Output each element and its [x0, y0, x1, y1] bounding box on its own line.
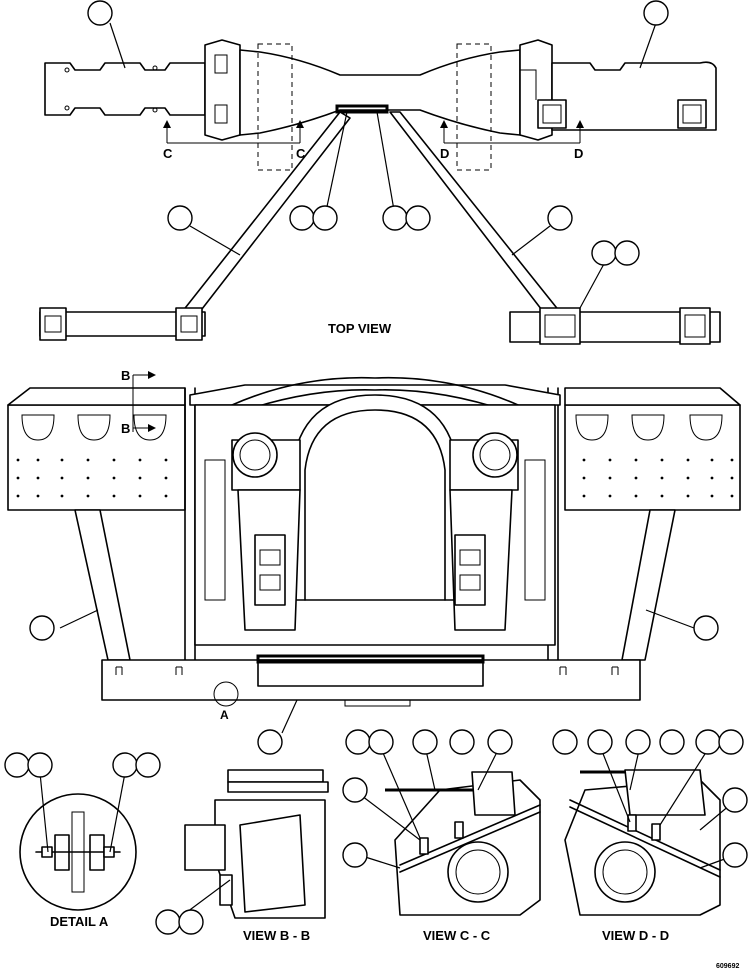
- callout-bubble: [722, 842, 748, 868]
- callout-bubble: [625, 729, 651, 755]
- section-b-top-label: B: [121, 368, 130, 383]
- callout-bubble: [722, 787, 748, 813]
- section-c-left-label: C: [163, 146, 173, 161]
- view-c-label: VIEW C - C: [423, 928, 491, 943]
- right-panel-bolts: [582, 458, 734, 498]
- callout-bubble: [342, 777, 368, 803]
- callout-bubble: [382, 205, 408, 231]
- section-b-bottom-label: B: [121, 421, 130, 436]
- view-b-label: VIEW B - B: [243, 928, 310, 943]
- drawing-number: 609692: [716, 963, 739, 970]
- callout-bubble: [4, 752, 30, 778]
- callout-bubble: [87, 0, 113, 26]
- callout-bubble: [587, 729, 613, 755]
- callout-bubble: [405, 205, 431, 231]
- callout-bubble: [289, 205, 315, 231]
- view-c-section: VIEW C - C: [385, 771, 541, 943]
- callout-bubble: [135, 752, 161, 778]
- callout-bubble: [178, 909, 204, 935]
- callout-bubble: [312, 205, 338, 231]
- callout-bubble: [693, 615, 719, 641]
- callout-bubbles: [4, 0, 748, 935]
- callout-bubble: [547, 205, 573, 231]
- section-d-left-label: D: [440, 146, 449, 161]
- callout-bubble: [112, 752, 138, 778]
- callout-bubble: [449, 729, 475, 755]
- detail-a-view: DETAIL A: [19, 793, 137, 929]
- callout-bubble: [167, 205, 193, 231]
- callout-bubble: [591, 240, 617, 266]
- top-view-axle: C C D D: [44, 39, 717, 171]
- callout-bubble: [27, 752, 53, 778]
- section-d-right-label: D: [574, 146, 583, 161]
- callout-bubble: [695, 729, 721, 755]
- view-b-section: VIEW B - B: [184, 769, 329, 943]
- callout-bubble: [614, 240, 640, 266]
- callout-bubble: [342, 842, 368, 868]
- view-d-label: VIEW D - D: [602, 928, 669, 943]
- top-view-label: TOP VIEW: [328, 321, 392, 336]
- callout-bubble: [643, 0, 669, 26]
- callout-bubble: [29, 615, 55, 641]
- callout-bubble: [257, 729, 283, 755]
- callout-bubble: [368, 729, 394, 755]
- view-d-section: VIEW D - D: [564, 769, 721, 943]
- callout-bubble: [718, 729, 744, 755]
- callout-bubble: [552, 729, 578, 755]
- callout-bubble: [345, 729, 371, 755]
- callout-bubble: [412, 729, 438, 755]
- callout-bubble: [155, 909, 181, 935]
- left-panel-bolts: [16, 458, 168, 498]
- detail-a-label: DETAIL A: [50, 914, 109, 929]
- top-view-rods: TOP VIEW: [39, 111, 721, 345]
- detail-a-ref-label: A: [220, 708, 229, 722]
- section-c-right-label: C: [296, 146, 306, 161]
- callout-bubble: [487, 729, 513, 755]
- callout-bubble: [659, 729, 685, 755]
- rear-view-assembly: A B B: [7, 368, 741, 722]
